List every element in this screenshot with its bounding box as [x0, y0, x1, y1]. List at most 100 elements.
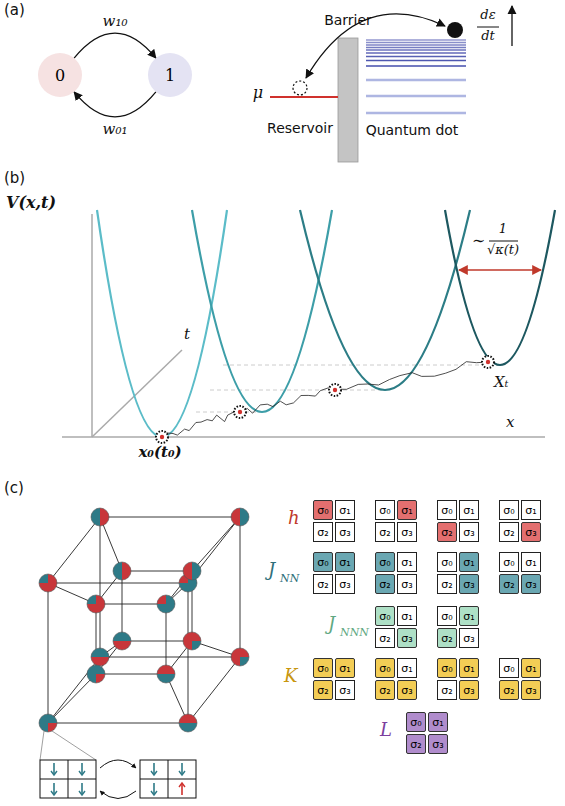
drawing-stroke — [338, 38, 358, 162]
figure-label: Reservoir — [267, 120, 333, 136]
node-text: σ₃ — [401, 632, 412, 645]
figure-label: L — [380, 720, 392, 741]
figure-label: t — [184, 326, 190, 343]
spin-cell: σ₁ — [521, 552, 541, 572]
spin-cell: σ₁ — [397, 658, 417, 678]
energy-level — [366, 112, 466, 114]
spin-cell: σ₃ — [521, 574, 541, 594]
lattice-bond — [192, 517, 240, 571]
node-text: σ₂ — [441, 526, 452, 539]
figure-label: 1 — [499, 222, 507, 237]
spin-cell: σ₁ — [459, 500, 479, 520]
lattice-bond — [166, 641, 192, 674]
lattice-bond — [100, 517, 101, 657]
energy-level — [366, 95, 466, 97]
spin-cell: σ₀ — [313, 552, 333, 572]
lattice-bond — [188, 583, 189, 723]
energy-level — [366, 52, 466, 54]
node-text: σ₂ — [379, 578, 390, 591]
node-text: σ₃ — [463, 526, 474, 539]
spin-cell: σ₂ — [437, 628, 457, 648]
spin-cell: σ₂ — [375, 574, 395, 594]
spin-lattice — [39, 508, 249, 732]
spin-cell: σ₁ — [335, 658, 355, 678]
lattice-bond — [166, 583, 188, 604]
node-text: σ₃ — [339, 684, 350, 697]
drawing-stroke — [445, 210, 555, 365]
spin-cell: σ₁ — [397, 500, 417, 520]
node-text: σ₀ — [441, 504, 452, 517]
drawing-stroke — [52, 731, 96, 760]
spin-cell: σ₁ — [459, 552, 479, 572]
lattice-bond — [166, 604, 167, 674]
potential-plot — [62, 210, 555, 443]
node-text: 1 — [165, 66, 175, 85]
energy-level — [366, 42, 466, 44]
spin-cell: σ₃ — [397, 680, 417, 700]
spin-cell: σ₃ — [397, 574, 417, 594]
lattice-bond — [122, 571, 123, 641]
node-text: σ₀ — [379, 556, 390, 569]
node-text: σ₀ — [441, 610, 452, 623]
drawing-stroke — [447, 22, 463, 38]
node-text: σ₁ — [401, 662, 412, 675]
node-text: σ₁ — [339, 662, 350, 675]
spin-arrowhead — [79, 771, 85, 775]
node-text: σ₃ — [339, 578, 350, 591]
spin-site — [157, 665, 175, 683]
spin-cell: σ₃ — [521, 522, 541, 542]
node-text: σ₁ — [525, 662, 536, 675]
lattice-bond — [48, 657, 100, 723]
spin-cell: σ₂ — [437, 574, 457, 594]
spin-cell: σ₁ — [521, 658, 541, 678]
energy-level — [366, 39, 466, 41]
node-text: 0 — [55, 66, 65, 85]
drawing-stroke — [489, 241, 518, 242]
rate-label: w₀₁ — [101, 120, 130, 138]
figure-label: Barrier — [324, 12, 372, 28]
spin-cell: σ₃ — [335, 522, 355, 542]
node-text: σ₂ — [379, 684, 390, 697]
drawing-stroke — [293, 81, 307, 95]
lattice-bond — [96, 604, 166, 605]
spin-site — [113, 562, 131, 580]
lattice-bond — [100, 657, 240, 658]
drawing-stroke — [100, 791, 136, 799]
node-text: σ₂ — [503, 578, 514, 591]
node-text: σ₂ — [503, 526, 514, 539]
node-text: σ₀ — [410, 716, 421, 729]
spin-site — [183, 562, 201, 580]
spin-arrowhead — [51, 791, 57, 795]
spin-cell: σ₁ — [335, 500, 355, 520]
spin-cell: σ₀ — [375, 606, 395, 626]
drawing-stroke — [210, 390, 385, 391]
spin-site — [157, 595, 175, 613]
spin-cell: σ₂ — [499, 522, 519, 542]
figure-label: (c) — [4, 480, 24, 497]
spin-cell: σ₀ — [499, 500, 519, 520]
node-text: σ₁ — [401, 556, 412, 569]
node-text: σ₁ — [525, 504, 536, 517]
drawing-stroke — [192, 210, 332, 412]
drawing-stroke — [40, 779, 96, 780]
spin-arrowhead — [151, 791, 157, 795]
spin-cell: σ₃ — [459, 522, 479, 542]
spin-cell: σ₁ — [459, 658, 479, 678]
lattice-bond — [122, 571, 192, 572]
energy-level — [366, 56, 466, 58]
node-text: σ₀ — [503, 504, 514, 517]
node-text: σ₀ — [317, 504, 328, 517]
spin-cell: σ₁ — [335, 552, 355, 572]
drawing-stroke — [40, 731, 44, 760]
energy-level — [366, 65, 466, 67]
node-text: σ₁ — [463, 504, 474, 517]
spin-cell: σ₂ — [437, 522, 457, 542]
drawing-stroke — [162, 362, 488, 438]
figure-label: (a) — [4, 2, 25, 19]
drawing-stroke — [511, 6, 512, 46]
node-text: σ₃ — [339, 526, 350, 539]
spin-arrowhead — [179, 783, 185, 787]
drawing-stroke — [97, 210, 227, 437]
node-text: σ₃ — [463, 684, 474, 697]
